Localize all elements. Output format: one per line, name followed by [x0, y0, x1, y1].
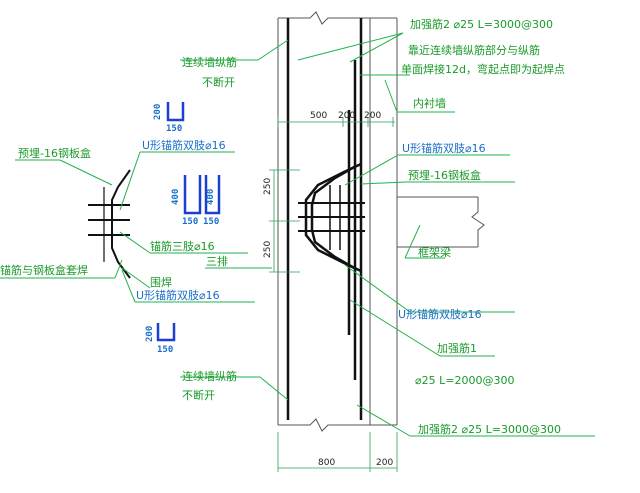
label-continuous-wall-bottom: 连续墙纵筋 — [182, 369, 237, 383]
u-bot-200: 200 — [145, 326, 155, 342]
dim-top-500: 500 — [310, 111, 327, 121]
frame-beam — [397, 196, 485, 248]
label-u-anchor-right-top: U形锚筋双肢⌀16 — [402, 141, 486, 155]
dim-bottom-800: 800 — [318, 458, 335, 468]
dim-bottom-200: 200 — [376, 458, 393, 468]
label-strengthen2-bottom: 加强筋2 ⌀25 L=3000@300 — [418, 422, 561, 436]
label-strengthen1: 加强筋1 — [437, 341, 477, 355]
label-continuous-wall-top-2: 不断开 — [202, 75, 235, 89]
leader-lines — [0, 32, 595, 437]
u-mid-400b: 400 — [206, 189, 216, 205]
dimension-lines — [269, 117, 398, 472]
u-top-200: 200 — [153, 104, 163, 120]
u-mid-150b: 150 — [203, 217, 219, 227]
label-anchor-box-weld: 锚筋与钢板盒套焊 — [0, 263, 88, 277]
inner-lining-wall — [370, 17, 398, 426]
label-strengthen1-spec: ⌀25 L=2000@300 — [415, 374, 514, 387]
label-embedded-box-left: 预埋-16钢板盒 — [18, 146, 91, 160]
label-near-wall-note-1: 靠近连续墙纵筋部分与纵筋 — [408, 43, 540, 57]
anchor-bars-section — [298, 185, 365, 250]
label-anchor-three-leg: 锚筋三肢⌀16 — [150, 239, 215, 253]
diaphragm-wall — [277, 11, 371, 432]
label-u-anchor-left-bottom: U形锚筋双肢⌀16 — [136, 288, 220, 302]
u-bot-150: 150 — [157, 345, 173, 355]
label-u-anchor-left: U形锚筋双肢⌀16 — [142, 138, 226, 152]
u-mid-400a: 400 — [171, 189, 181, 205]
embedded-box-elevation — [103, 169, 131, 279]
u-bar-detail-mid — [183, 175, 221, 215]
label-continuous-wall-top: 连续墙纵筋 — [182, 55, 237, 69]
label-strengthen2-top: 加强筋2 ⌀25 L=3000@300 — [410, 17, 553, 31]
label-near-wall-note-2: 单面焊接12d，弯起点即为起焊点 — [401, 62, 565, 76]
label-continuous-wall-bottom-2: 不断开 — [182, 388, 215, 402]
dim-top-200b: 200 — [364, 111, 381, 121]
label-inner-lining-wall: 内衬墙 — [413, 96, 446, 110]
label-girth-weld: 围焊 — [150, 275, 172, 289]
anchor-bars-elevation — [88, 204, 130, 236]
dim-left-250a: 250 — [263, 178, 273, 195]
dim-left-250b: 250 — [263, 241, 273, 258]
label-embedded-box-right: 预埋-16钢板盒 — [408, 168, 481, 182]
u-mid-150a: 150 — [182, 217, 198, 227]
u-bar-detail-bottom — [156, 323, 176, 342]
label-u-anchor-right-bottom: U形锚筋双肢⌀16 — [398, 307, 482, 321]
label-three-rows: 三排 — [206, 254, 228, 268]
u-top-150: 150 — [166, 124, 182, 134]
label-frame-beam: 框架梁 — [418, 245, 451, 259]
dim-top-200a: 200 — [338, 111, 355, 121]
u-bar-detail-top — [166, 102, 185, 122]
